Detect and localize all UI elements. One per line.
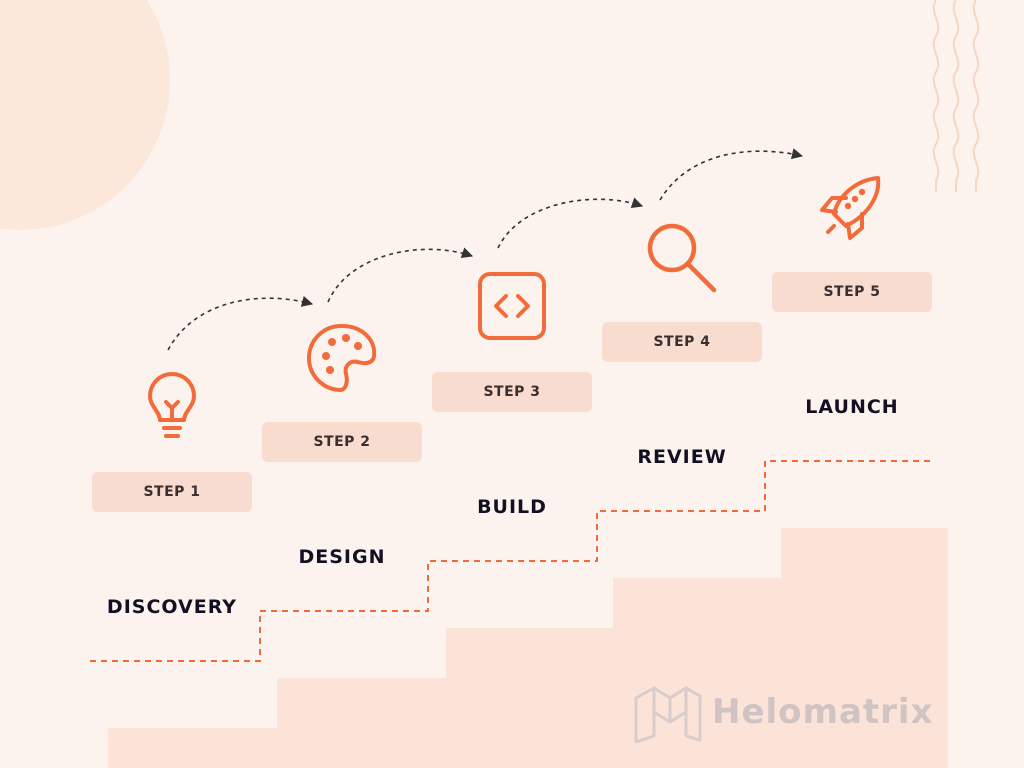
magnifier-icon — [647, 223, 717, 293]
corner-circle — [0, 0, 170, 230]
step-5-name: LAUNCH — [805, 396, 899, 418]
step-1-badge-label: STEP 1 — [143, 484, 201, 500]
stair-dashed-outline — [90, 460, 935, 662]
arrow-step2-to-step3 — [327, 247, 474, 303]
code-icon — [478, 272, 546, 340]
step-2-badge: STEP 2 — [262, 422, 422, 462]
step-3-badge-label: STEP 3 — [483, 384, 541, 400]
step-4-badge-label: STEP 4 — [653, 334, 711, 350]
step-5-badge: STEP 5 — [772, 272, 932, 312]
rocket-icon — [820, 176, 881, 240]
step-1-badge: STEP 1 — [92, 472, 252, 512]
step-3-name: BUILD — [477, 496, 547, 518]
arrow-step4-to-step5 — [659, 148, 804, 201]
step-2-badge-label: STEP 2 — [313, 434, 371, 450]
stairs-shape — [108, 528, 948, 768]
brand-mark-icon — [634, 686, 702, 744]
lightbulb-icon — [148, 372, 196, 438]
brand-name: Helomatrix — [712, 692, 934, 732]
step-4-badge: STEP 4 — [602, 322, 762, 362]
brand-logo: Helomatrix — [630, 678, 934, 746]
step-2-name: DESIGN — [298, 546, 386, 568]
arrow-step1-to-step2 — [167, 295, 314, 351]
wavy-lines — [932, 0, 980, 192]
step-3-badge: STEP 3 — [432, 372, 592, 412]
step-1-name: DISCOVERY — [106, 596, 238, 618]
palette-icon — [307, 323, 377, 392]
arrow-step3-to-step4 — [497, 197, 644, 249]
step-5-badge-label: STEP 5 — [823, 284, 881, 300]
step-4-name: REVIEW — [637, 446, 727, 468]
